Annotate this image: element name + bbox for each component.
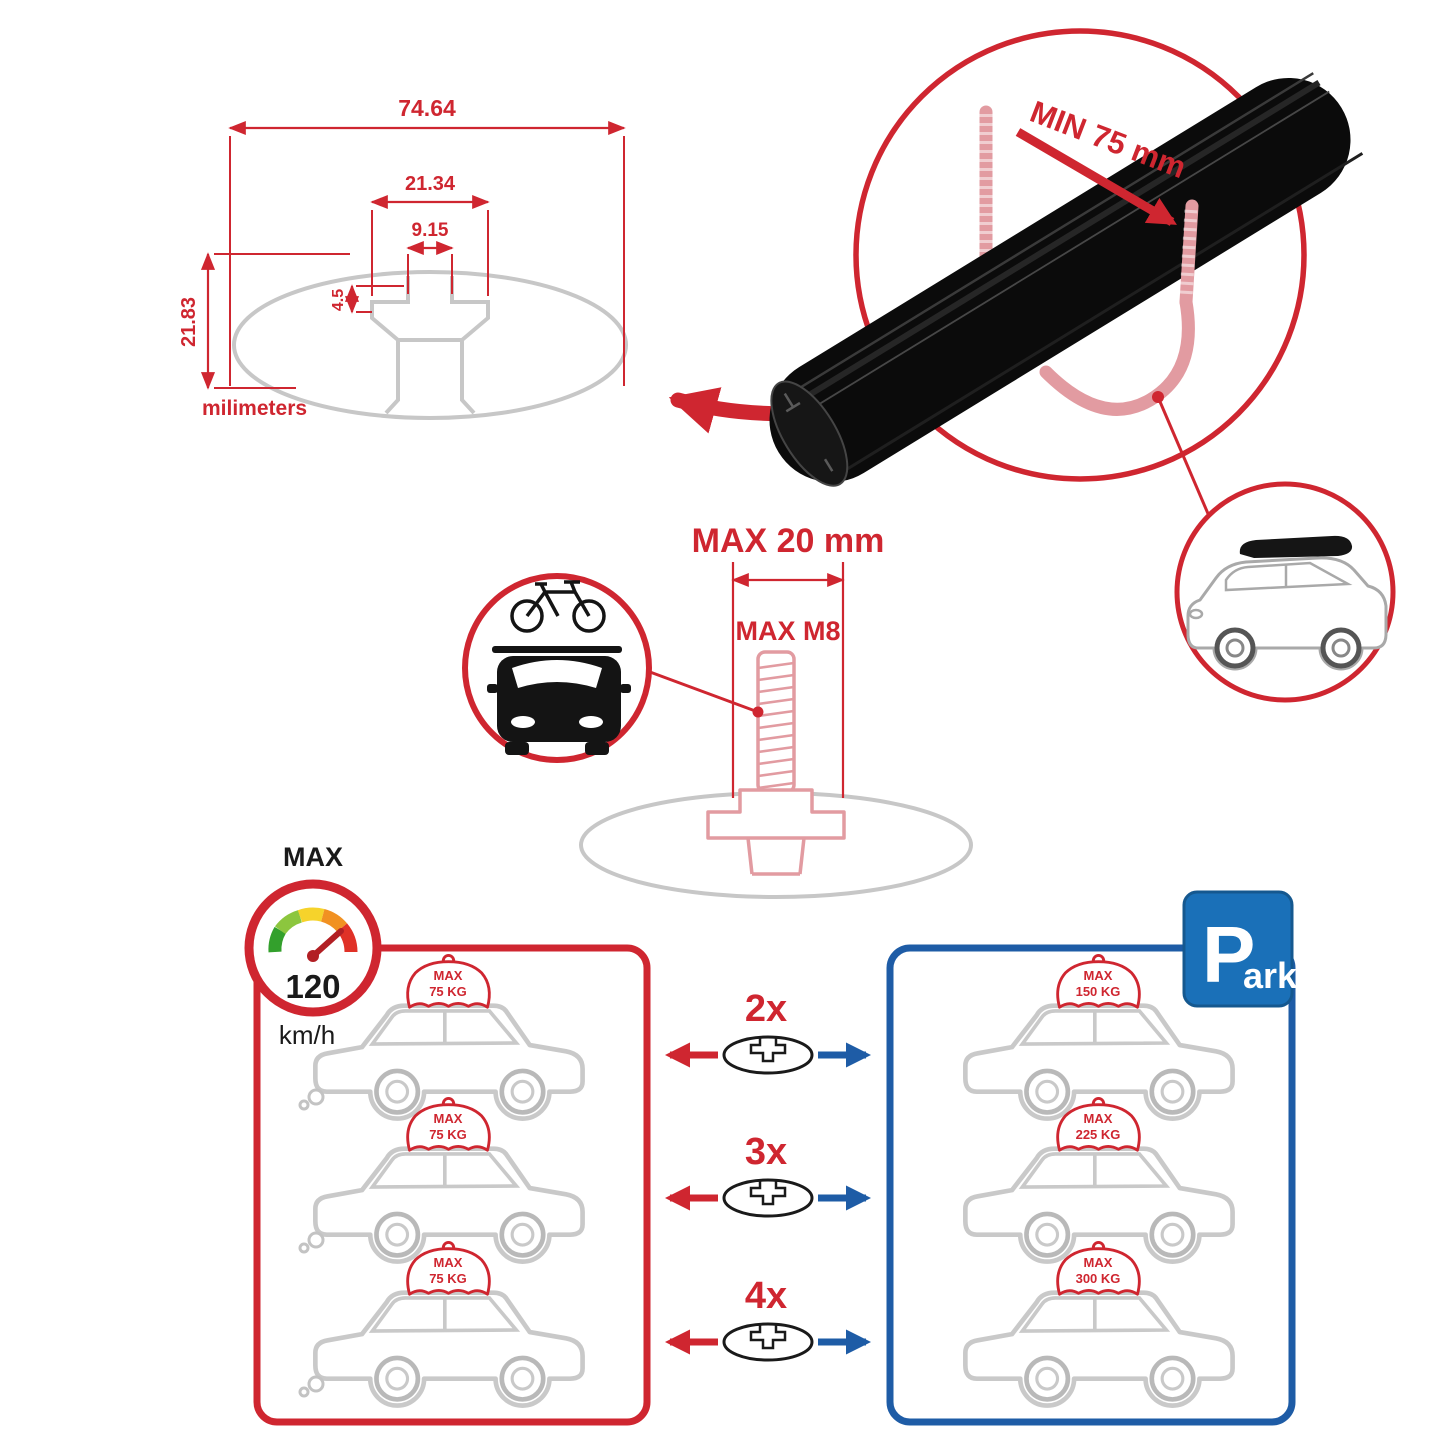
bolt-diagram: MAX 20 mm MAX M8 <box>462 522 973 899</box>
bar-count-label: 3x <box>745 1131 787 1173</box>
crossbar-groove <box>778 80 1321 416</box>
bar-count-label: 4x <box>745 1275 787 1317</box>
car-windshield <box>512 660 602 688</box>
u-bolt-thread <box>1179 209 1198 299</box>
roof-bar-icon <box>492 646 622 653</box>
gauge-yellow <box>297 907 325 923</box>
callout-dot <box>752 706 764 718</box>
bolt-max-thread-label: MAX M8 <box>735 616 840 646</box>
cargo-weight: 300 KG <box>1076 1271 1121 1286</box>
dim-slot-depth: 4.5 <box>330 289 347 311</box>
gauge-lightgreen <box>274 910 303 935</box>
cargo-weight: 150 KG <box>1076 984 1121 999</box>
profile-ellipse <box>232 270 628 420</box>
parking-sign-ark: ark <box>1243 955 1298 996</box>
cargo-max-label: MAX <box>434 1255 463 1270</box>
cargo-max-label: MAX <box>1084 1255 1113 1270</box>
units-label: milimeters <box>202 397 307 420</box>
bolt-stem <box>746 837 806 876</box>
crossbar-body <box>769 77 1351 483</box>
speed-max-label: MAX <box>283 842 343 872</box>
crossbar-profile-drawing: 74.64 21.34 9.15 4.5 21.83 milimeters <box>178 95 628 420</box>
u-bolt-hook <box>1039 295 1195 416</box>
bike-icon <box>510 580 606 633</box>
speed-units: km/h <box>279 1020 335 1050</box>
crossbar-3d-icon <box>769 72 1364 487</box>
gauge-orange <box>320 909 348 933</box>
clamp-zoom-circle: MIN 75 mm <box>769 28 1364 517</box>
cargo-max-label: MAX <box>434 1111 463 1126</box>
bolt-threads <box>757 661 795 790</box>
roofbox-icon <box>1239 535 1353 558</box>
cargo-weight: 75 KG <box>429 1271 467 1286</box>
suv-wheel-hub <box>1225 638 1245 658</box>
car-wheel <box>505 742 529 755</box>
car-headlight <box>579 716 603 728</box>
parking-sign-p: P <box>1202 910 1255 999</box>
callout-line <box>649 670 759 714</box>
parking-sign: P ark <box>1182 890 1298 1008</box>
load-comparison: MAX 75 KG MAX 75 KG MAX 75 KG MAX 150 KG… <box>244 842 1298 1426</box>
bolt-max-length-label: MAX 20 mm <box>692 522 885 560</box>
car-mirror <box>620 684 631 693</box>
crossbar-count-icon <box>722 1178 814 1218</box>
bolt-t-head-icon <box>706 788 846 840</box>
cargo-weight: 225 KG <box>1076 1127 1121 1142</box>
car-headlight <box>511 716 535 728</box>
suv-headlight <box>1188 608 1204 620</box>
crossbar-endcap-slot <box>783 392 834 472</box>
bar-count-label: 2x <box>745 988 787 1030</box>
cargo-max-label: MAX <box>1084 1111 1113 1126</box>
crossbar-ridge <box>773 72 1314 405</box>
dim-slot-width: 9.15 <box>412 220 449 241</box>
gauge-green <box>268 926 286 953</box>
suv-roofbox-circle <box>1174 481 1396 703</box>
speedometer-icon: MAX 120 km/h <box>244 842 382 1050</box>
suv-wheel-hub <box>1331 638 1351 658</box>
min-clearance-arrow <box>1015 128 1177 226</box>
dim-total-width: 74.64 <box>398 95 456 121</box>
car-mirror <box>487 684 498 693</box>
gauge-needle <box>310 928 344 959</box>
dim-profile-height: 21.83 <box>178 297 200 347</box>
crossbar-ridge <box>798 90 1330 418</box>
profile-t-slot <box>370 276 490 415</box>
cargo-max-label: MAX <box>1084 968 1113 983</box>
suv-wheel <box>1214 627 1256 669</box>
gauge-hub <box>307 950 319 962</box>
speedometer-ring <box>244 879 382 1017</box>
motion-smoke-icon <box>298 1088 325 1398</box>
bike-car-circle <box>462 573 652 763</box>
callout-line <box>1156 396 1211 517</box>
dim-channel-width: 21.34 <box>405 173 456 195</box>
speed-value: 120 <box>285 968 340 1005</box>
crossbar-count-icon <box>722 1035 814 1075</box>
car-wheel <box>585 742 609 755</box>
suv-wheel <box>1320 627 1362 669</box>
crossbar-shade <box>839 152 1364 475</box>
cargo-weight: 75 KG <box>429 1127 467 1142</box>
cargo-max-label: MAX <box>434 968 463 983</box>
cargo-weight: 75 KG <box>429 984 467 999</box>
parking-sign-plate <box>1182 890 1294 1008</box>
crossbar-count-icon <box>722 1322 814 1362</box>
